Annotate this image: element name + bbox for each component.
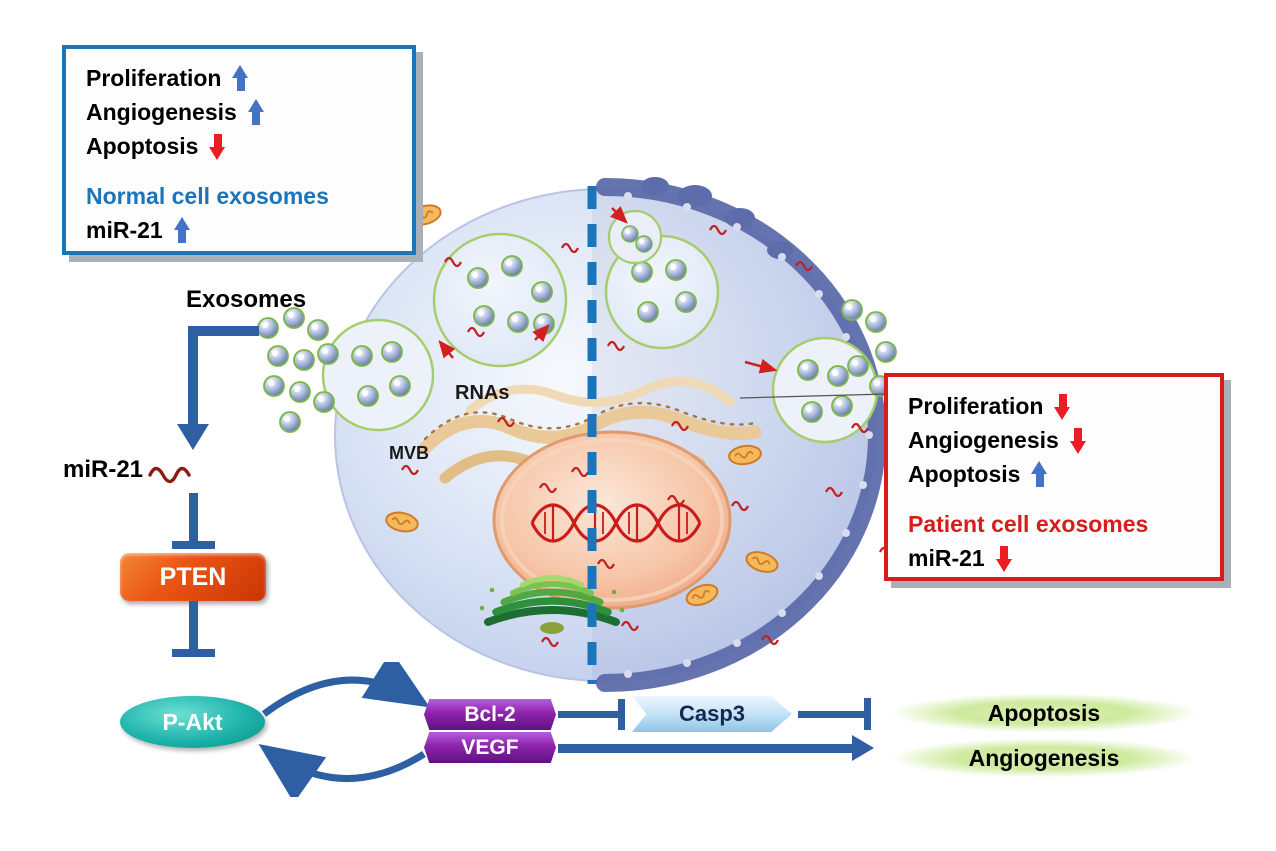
panel-effect-line: Angiogenesis: [908, 423, 1200, 457]
panel-effect-line: Apoptosis: [908, 457, 1200, 491]
panel-mir-line: miR-21: [86, 213, 392, 247]
inhibit-line-pten-pakt: [189, 601, 198, 651]
membrane-fusion-right: [771, 336, 879, 444]
exosomes-label: Exosomes: [186, 286, 307, 313]
rnas-label: RNAs: [455, 382, 510, 404]
activation-cycle-arrows: [258, 662, 430, 797]
pakt-node: P-Akt: [120, 696, 265, 748]
up-arrow-icon: [232, 64, 249, 92]
vegf-node: VEGF: [424, 732, 556, 763]
mvb-label: MVB: [389, 443, 429, 463]
panel-subtitle: Normal cell exosomes: [86, 182, 329, 209]
normal-exosomes-panel: Proliferation Angiogenesis Apoptosis Nor…: [62, 45, 416, 255]
apoptosis-outcome: Apoptosis: [888, 693, 1200, 733]
mir21-squiggle-icon: [148, 466, 191, 484]
inhibit-line-mir21-pten: [189, 493, 198, 543]
mvb-left: [432, 232, 568, 368]
exosome-arrow-horizontal: [193, 326, 259, 336]
effect-label: Angiogenesis: [908, 426, 1059, 453]
endocytosis-cup: [607, 209, 663, 265]
inhibit-line-bcl2-casp3: [558, 711, 618, 718]
effect-label: Proliferation: [908, 392, 1044, 419]
arrow-line-vegf-angiogenesis: [558, 744, 854, 753]
mir21-label: miR-21: [63, 456, 144, 483]
pten-label: PTEN: [159, 562, 227, 591]
casp3-label: Casp3: [678, 701, 746, 726]
down-arrow-icon: [995, 545, 1013, 572]
up-arrow-icon: [173, 216, 191, 244]
apoptosis-label: Apoptosis: [987, 699, 1101, 726]
pakt-label: P-Akt: [162, 708, 223, 735]
angiogenesis-outcome: Angiogenesis: [888, 738, 1200, 778]
pten-node: PTEN: [120, 553, 266, 601]
effect-label: Apoptosis: [86, 132, 199, 159]
cell-illustration: [257, 177, 898, 692]
up-arrow-icon: [1031, 460, 1048, 488]
nucleus: [492, 430, 732, 610]
panel-subtitle: Patient cell exosomes: [908, 510, 1149, 537]
vegf-arrowhead-icon: [852, 735, 874, 761]
exosome-arrow-vertical: [188, 326, 198, 426]
panel-mir-line: miR-21: [908, 541, 1200, 575]
panel-effect-line: Proliferation: [86, 61, 392, 95]
inhibit-line-casp3-apoptosis: [798, 711, 864, 718]
bcl2-label: Bcl-2: [464, 702, 516, 726]
panel-effect-line: Angiogenesis: [86, 95, 392, 129]
mir-label: miR-21: [908, 544, 985, 571]
inhibit-bar-bcl2-casp3: [618, 699, 625, 730]
golgi-apparatus: [479, 575, 625, 634]
mir-label: miR-21: [86, 216, 163, 243]
inhibit-bar-pten-pakt: [172, 649, 215, 657]
angiogenesis-label: Angiogenesis: [968, 744, 1120, 771]
down-arrow-icon: [1069, 427, 1087, 454]
effect-label: Apoptosis: [908, 460, 1021, 487]
exosome-arrowhead-icon: [177, 424, 209, 450]
up-arrow-icon: [247, 98, 265, 126]
panel-effect-line: Apoptosis: [86, 129, 392, 163]
bcl2-node: Bcl-2: [424, 699, 556, 730]
pointer-line-to-patient-panel: [739, 393, 887, 399]
vegf-label: VEGF: [461, 735, 519, 759]
inhibit-bar-mir21-pten: [172, 541, 215, 549]
down-arrow-icon: [209, 133, 226, 160]
panel-effect-line: Proliferation: [908, 389, 1200, 423]
patient-exosomes-panel: Proliferation Angiogenesis Apoptosis Pat…: [884, 373, 1224, 581]
rna-trafficking-arrows: [438, 206, 778, 374]
membrane-fusion-left: [321, 318, 435, 432]
down-arrow-icon: [1054, 393, 1071, 420]
patient-membrane: [596, 177, 886, 692]
inhibit-bar-casp3-apoptosis: [864, 698, 871, 730]
casp3-node: Casp3: [632, 696, 792, 732]
effect-label: Angiogenesis: [86, 98, 237, 125]
effect-label: Proliferation: [86, 64, 222, 91]
